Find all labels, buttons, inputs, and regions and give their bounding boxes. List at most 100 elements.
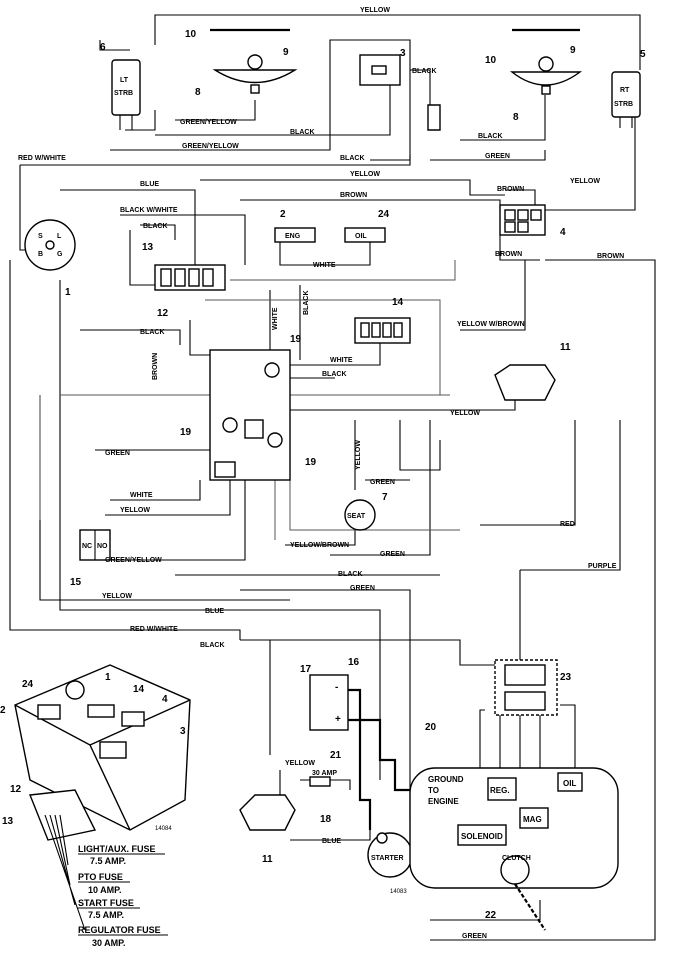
dash-ignition-key [65, 680, 85, 700]
callout-13: 13 [142, 242, 154, 253]
fuse-slot-3 [188, 268, 200, 287]
connector-4[interactable] [499, 204, 546, 236]
ignition-terminal-g: G [57, 251, 63, 258]
callout-20: 20 [425, 722, 437, 733]
wire-yellow-4 [280, 390, 516, 411]
engine-block[interactable]: GROUND TO ENGINE REG. OIL MAG SOLENOID C… [409, 767, 619, 889]
callout-6: 6 [100, 42, 106, 53]
connector-square [244, 419, 264, 439]
connector-11-upper[interactable] [494, 364, 556, 401]
callout-14: 14 [392, 297, 404, 308]
fuse-slot-1 [160, 268, 172, 287]
wire-green-5 [240, 589, 411, 820]
ignition-switch-center [45, 240, 55, 250]
wire-brown-5 [189, 320, 210, 356]
callout-pict-12: 12 [10, 784, 22, 795]
starter-motor[interactable]: STARTER [367, 832, 413, 878]
wire-green-6 [430, 900, 541, 921]
relay-23[interactable] [494, 659, 558, 716]
inline-fuse-18[interactable] [309, 776, 331, 787]
ref-14084: 14084 [155, 826, 172, 832]
switch-3-rocker [371, 65, 387, 75]
callout-pict-14: 14 [133, 684, 145, 695]
relay-23-lower [504, 691, 546, 711]
ignition-terminal-s: S [38, 233, 43, 240]
connector-4-pin-3 [530, 209, 542, 221]
main-connector-19[interactable] [209, 349, 291, 481]
wire-yellow-3 [545, 115, 636, 211]
oil-sender-label: OIL [563, 779, 576, 788]
seat-switch-7[interactable]: SEAT [344, 499, 376, 531]
label-white-1: WHITE [313, 262, 336, 269]
ground-label-2: TO [428, 786, 439, 795]
callout-18: 18 [320, 814, 332, 825]
label-30-amp: 30 AMP [312, 770, 337, 777]
ignition-switch-1[interactable]: S L B G [24, 219, 76, 271]
label-black-5: BLACK [303, 291, 310, 316]
switch-3[interactable] [359, 54, 441, 131]
wire-yellow-5 [354, 420, 441, 490]
ground-label-3: ENGINE [428, 797, 459, 806]
wire-purple-1 [519, 420, 621, 665]
label-black-7: BLACK [140, 329, 165, 336]
switch-15[interactable]: NC NO [79, 529, 111, 561]
callout-11a: 11 [560, 342, 571, 353]
wire-white-1 [279, 240, 371, 266]
module-14[interactable] [354, 317, 411, 344]
label-green-5: GREEN [350, 585, 375, 592]
module-14-pin-4 [393, 322, 403, 338]
callout-11b: 11 [262, 854, 273, 865]
fuse-legend: LIGHT/AUX. FUSE 7.5 AMP. PTO FUSE 10 AMP… [78, 844, 168, 948]
fuse-light-aux: LIGHT/AUX. FUSE [78, 844, 156, 854]
left-strobe-6[interactable]: LT STRB [111, 59, 141, 130]
callout-10b: 10 [485, 55, 497, 66]
label-black-9: BLACK [200, 642, 225, 649]
wire-yellow-2 [200, 179, 505, 196]
wire-yellow-brown-1 [460, 260, 526, 331]
fuse-pto: PTO FUSE [78, 872, 123, 882]
callout-17: 17 [300, 664, 312, 675]
label-black-1: BLACK [290, 129, 315, 136]
label-yellow-8: YELLOW [285, 760, 315, 767]
right-headlight-socket [541, 85, 551, 95]
right-strobe-5[interactable]: RT STRB [611, 71, 641, 128]
callout-4: 4 [560, 227, 566, 238]
ref-14083: 14083 [390, 889, 407, 895]
right-headlight[interactable] [509, 28, 583, 95]
wire-green-4 [330, 420, 431, 556]
label-yellow-brown-2: YELLOW/BROWN [290, 542, 349, 549]
label-brown-4: BROWN [597, 253, 624, 260]
battery-body [309, 674, 349, 731]
battery-17[interactable]: - + [309, 674, 349, 731]
fuse-block-13[interactable] [154, 264, 226, 291]
relay-23-upper [504, 664, 546, 686]
module-14-pin-2 [371, 322, 381, 338]
fuse-regulator-amp: 30 AMP. [92, 938, 126, 948]
label-green-yellow-2: GREEN/YELLOW [182, 143, 239, 150]
hour-meter-2[interactable]: ENG [274, 227, 316, 243]
oil-indicator-label: OIL [355, 233, 367, 240]
label-red-white-2: RED W/WHITE [130, 626, 178, 633]
oil-lamp-24[interactable]: OIL [344, 227, 386, 243]
dash-panel-edge [89, 744, 131, 831]
fuse-start-amp: 7.5 AMP. [88, 910, 124, 920]
label-green-2: GREEN [105, 450, 130, 457]
callout-pict-1: 1 [105, 672, 111, 683]
fuse-leader-lines [44, 814, 86, 931]
connector-11-lower[interactable] [239, 794, 296, 831]
callout-23: 23 [560, 672, 572, 683]
wire-green-yellow-1 [175, 100, 256, 121]
connector-4-pin-1 [504, 209, 516, 221]
wire-black-7 [80, 329, 181, 345]
callout-16: 16 [348, 657, 360, 668]
label-brown-1: BROWN [340, 192, 367, 199]
label-white-2: WHITE [272, 307, 279, 330]
callout-19c: 19 [305, 457, 317, 468]
label-black-4: BLACK [143, 223, 168, 230]
wire-white-4 [110, 480, 201, 501]
starter-terminal [376, 832, 388, 844]
left-headlight-socket [250, 84, 260, 94]
label-yellow-5: YELLOW [355, 440, 362, 470]
left-headlight[interactable] [210, 28, 298, 94]
label-red-white-1: RED W/WHITE [18, 155, 66, 162]
